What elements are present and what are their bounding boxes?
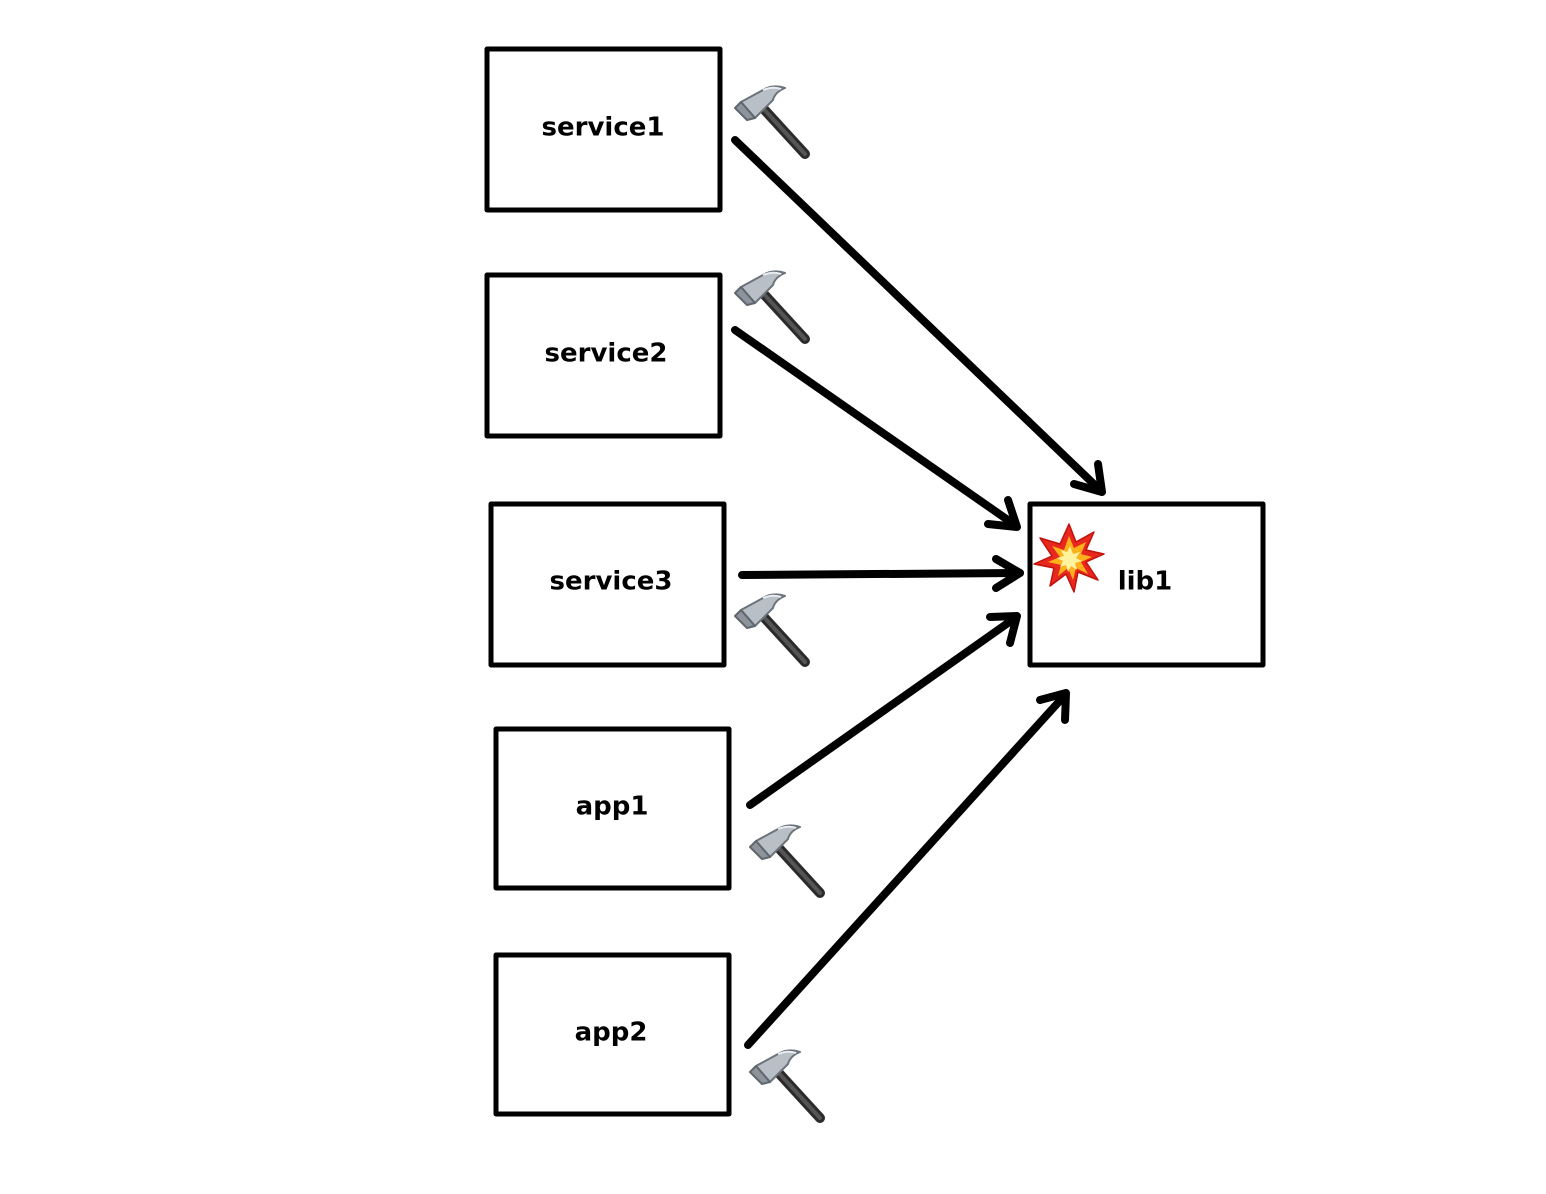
hammer-icon <box>735 594 805 662</box>
node-box <box>484 46 723 213</box>
node-lib1: lib1 <box>1027 501 1266 668</box>
hammer-icon <box>735 86 805 154</box>
edge-service1-lib1 <box>731 136 1106 496</box>
node-service2: service2 <box>484 272 723 439</box>
hammer-icon <box>750 825 820 893</box>
edge-service3-lib1 <box>738 555 1024 592</box>
node-box <box>484 272 723 439</box>
hammer-icon <box>735 271 805 339</box>
edge-service2-lib1 <box>731 326 1021 531</box>
node-label: service3 <box>550 567 673 597</box>
node-app1: app1 <box>493 726 732 891</box>
node-app2: app2 <box>493 952 732 1117</box>
node-label: service1 <box>542 113 665 143</box>
node-label: service2 <box>545 339 668 369</box>
node-box <box>493 952 732 1117</box>
node-label: app1 <box>576 792 649 822</box>
edge-app1-lib1 <box>746 612 1021 809</box>
hammer-icon <box>750 1050 820 1118</box>
node-label: app2 <box>575 1018 648 1048</box>
node-label: lib1 <box>1118 567 1173 597</box>
node-box <box>488 501 727 668</box>
node-box <box>493 726 732 891</box>
edge-app2-lib1 <box>744 689 1070 1049</box>
node-service3: service3 <box>488 501 727 668</box>
node-service1: service1 <box>484 46 723 213</box>
